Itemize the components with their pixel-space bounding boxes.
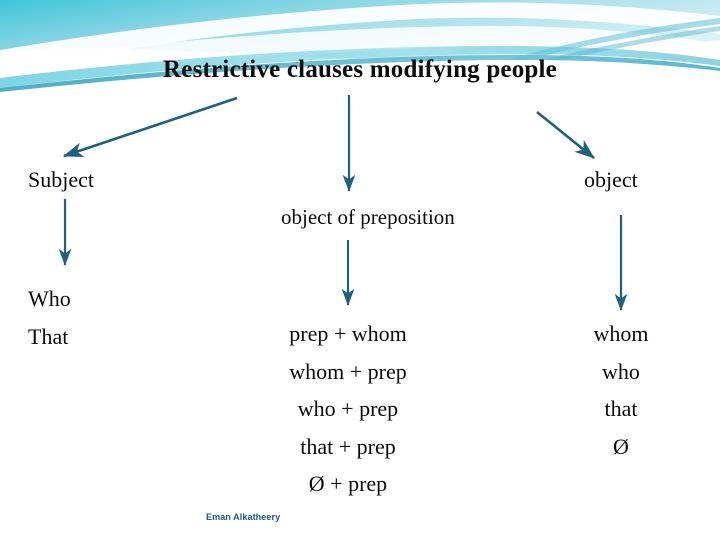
- left-column-list: Who That: [28, 280, 71, 355]
- footer-author-name: Eman Alkatheery: [206, 512, 281, 522]
- list-item: who + prep: [297, 396, 399, 421]
- arrow-title-to-subject: [63, 96, 238, 158]
- list-item: prep + whom: [289, 321, 407, 346]
- list-item: Ø + prep: [308, 471, 388, 496]
- list-item: That: [28, 323, 69, 349]
- heading-object: object: [584, 167, 638, 192]
- right-column-list: whom who that Ø: [556, 315, 686, 465]
- list-item: whom: [593, 321, 649, 346]
- center-column-list: prep + whom whom + prep who + prep that …: [248, 315, 448, 503]
- list-item: that + prep: [300, 433, 396, 459]
- list-item: Who: [28, 286, 71, 311]
- page-title: Restrictive clauses modifying people: [163, 56, 557, 83]
- list-item: Ø: [613, 433, 629, 459]
- list-item: that: [604, 396, 638, 421]
- header-teal-field: [0, 0, 720, 60]
- list-item: who: [602, 358, 640, 384]
- list-item: whom + prep: [289, 358, 407, 384]
- heading-object-of-preposition: object of preposition: [281, 205, 455, 229]
- heading-subject: Subject: [28, 167, 94, 192]
- arrow-title-to-object: [536, 110, 595, 160]
